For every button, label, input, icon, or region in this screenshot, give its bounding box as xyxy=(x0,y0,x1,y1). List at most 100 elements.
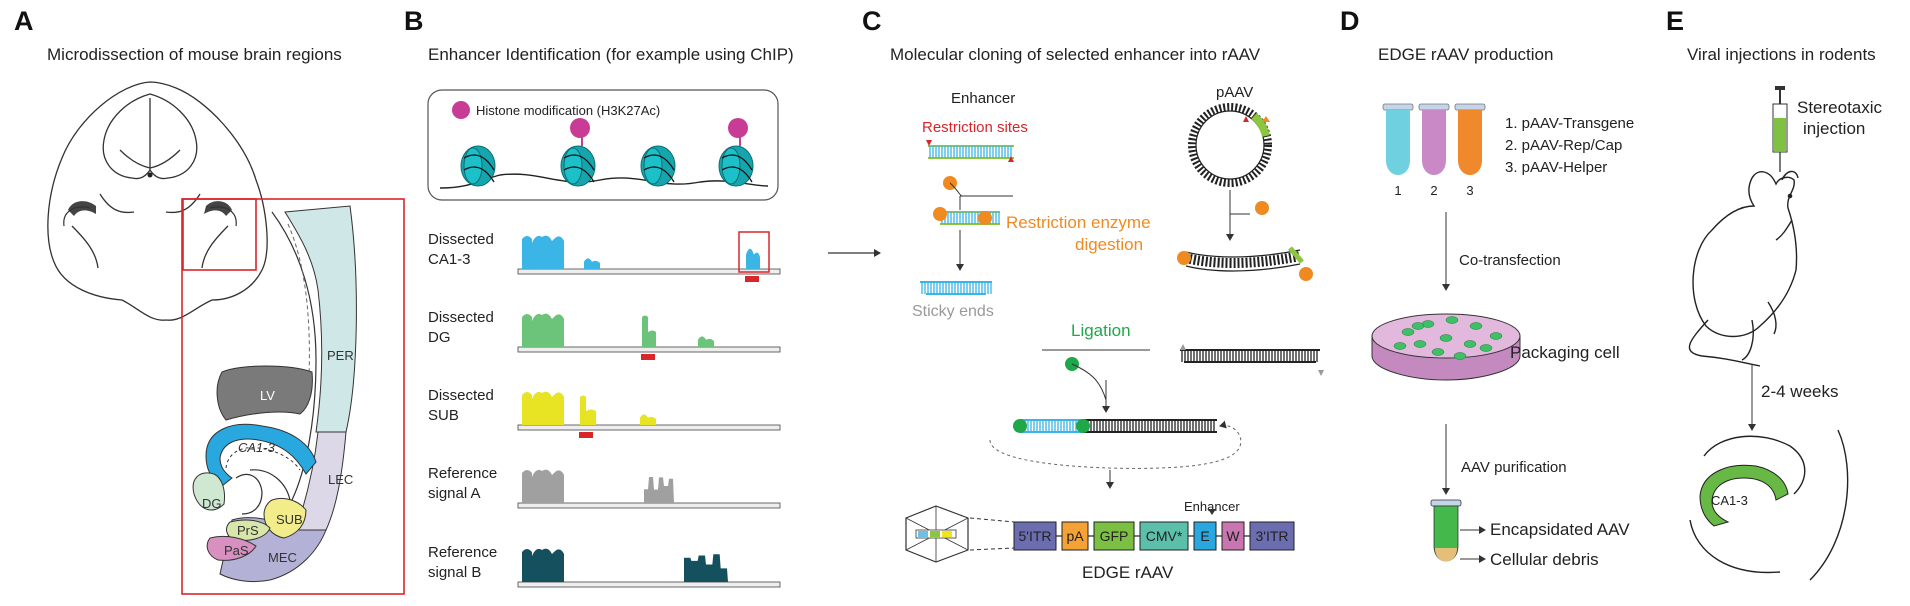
chip-peak xyxy=(522,391,564,425)
nucleosome xyxy=(718,118,754,187)
chip-peak xyxy=(584,258,600,269)
enhancer-heading: Enhancer xyxy=(951,90,1015,107)
cassette-element-label: GFP xyxy=(1100,528,1129,544)
track-label-line2: SUB xyxy=(428,407,459,424)
injection-label-2: injection xyxy=(1803,119,1865,138)
hippocampus-left xyxy=(63,201,96,227)
chip-peak xyxy=(642,315,656,347)
injection-label-1: Stereotaxic xyxy=(1797,98,1883,117)
ligated-product xyxy=(1020,419,1217,433)
purified-tube xyxy=(1430,499,1462,562)
cassette-element: W xyxy=(1221,521,1245,551)
nucleosome xyxy=(640,145,676,187)
panel-d-title: EDGE rAAV production xyxy=(1378,45,1553,64)
enzyme-dot-6 xyxy=(1299,267,1313,281)
sticky-ends-label: Sticky ends xyxy=(912,303,994,320)
paav-label: pAAV xyxy=(1216,84,1253,101)
cell xyxy=(1445,316,1459,324)
nucleosomes xyxy=(460,118,754,187)
purification-label: AAV purification xyxy=(1461,459,1567,476)
hippocampus-right xyxy=(204,201,237,227)
cassette-element: 5'ITR xyxy=(1013,521,1057,551)
debris-label: Cellular debris xyxy=(1490,550,1599,569)
ligation-dot-2 xyxy=(1076,419,1090,433)
chip-peak xyxy=(684,554,728,582)
plasmid-tube-2: 2 xyxy=(1418,103,1450,198)
panel-a-letter: A xyxy=(14,6,34,36)
cassette-element: pA xyxy=(1061,521,1089,551)
cotransfection-label: Co-transfection xyxy=(1459,252,1561,269)
cassette-element-label: 5'ITR xyxy=(1018,528,1051,544)
enhancer-dna-fragment xyxy=(928,145,1014,159)
cell xyxy=(1479,344,1493,352)
label-pas: PaS xyxy=(224,543,249,558)
paav-plasmid xyxy=(1188,103,1272,187)
histone-mark-icon xyxy=(570,118,590,138)
panel-c-title: Molecular cloning of selected enhancer i… xyxy=(890,45,1261,64)
paav-backbone-fragment xyxy=(1180,349,1320,363)
injected-hippocampus xyxy=(1689,429,1849,581)
cell xyxy=(1489,332,1503,340)
chip-peak xyxy=(644,477,674,503)
label-sub: SUB xyxy=(276,512,303,527)
label-dg: DG xyxy=(202,496,222,511)
cassette-element: 3'ITR xyxy=(1249,521,1295,551)
enhancer-marker xyxy=(641,354,655,360)
histone-legend-dot xyxy=(452,101,470,119)
track-label-line2: signal A xyxy=(428,485,481,502)
cassette-element-label: 3'ITR xyxy=(1255,528,1288,544)
cell xyxy=(1393,342,1407,350)
ligation-label: Ligation xyxy=(1071,321,1131,340)
chip-peak xyxy=(522,469,564,503)
track-label-line1: Reference xyxy=(428,544,497,561)
label-ca: CA1-3 xyxy=(238,440,276,455)
edge-raav-label: EDGE rAAV xyxy=(1082,563,1174,582)
track-label-line2: signal B xyxy=(428,564,481,581)
cassette-element-label: pA xyxy=(1066,528,1084,544)
panel-c-letter: C xyxy=(862,6,882,36)
plasmid-2: 2. pAAV-Rep/Cap xyxy=(1505,137,1622,154)
genome-axis xyxy=(517,581,781,588)
enzyme-dot-2 xyxy=(933,207,947,221)
encapsidated-label: Encapsidated AAV xyxy=(1490,520,1630,539)
cell xyxy=(1469,322,1483,330)
cut-site-marker-left xyxy=(926,140,932,146)
label-mec: MEC xyxy=(268,550,297,565)
restriction-sites-label: Restriction sites xyxy=(922,119,1028,136)
chip-track-5: Reference signal B xyxy=(428,544,781,588)
genome-axis xyxy=(517,346,781,353)
weeks-label: 2-4 weeks xyxy=(1761,382,1838,401)
plasmid-tube-3: 3 xyxy=(1454,103,1486,198)
track-label-line2: DG xyxy=(428,329,451,346)
chip-peak xyxy=(580,395,596,425)
label-per: PER xyxy=(327,348,354,363)
chip-peak xyxy=(746,248,760,269)
panel-e-letter: E xyxy=(1666,6,1684,36)
cut-site-marker-right xyxy=(1008,156,1014,162)
aav-capsid-icon xyxy=(905,505,969,563)
cell xyxy=(1413,340,1427,348)
tube-number: 1 xyxy=(1394,183,1401,198)
cassette-element-label: E xyxy=(1200,528,1209,544)
ligation-dot-1 xyxy=(1013,419,1027,433)
cell xyxy=(1401,328,1415,336)
brain-section-outline xyxy=(47,81,268,321)
cassette-element: CMV* xyxy=(1139,521,1189,551)
cassette-element-label: CMV* xyxy=(1146,528,1183,544)
plasmid-tube-1: 1 xyxy=(1382,103,1414,198)
label-prs: PrS xyxy=(237,523,259,538)
panel-d-letter: D xyxy=(1340,6,1360,36)
enzyme-dot-3 xyxy=(978,211,992,225)
nucleosome xyxy=(460,145,496,187)
enhancer-marker xyxy=(579,432,593,438)
linearized-paav xyxy=(1184,246,1304,272)
genome-axis xyxy=(517,424,781,431)
midline-dot xyxy=(147,172,153,178)
plasmid-list: 1. pAAV-Transgene 2. pAAV-Rep/Cap 3. pAA… xyxy=(1505,115,1634,176)
